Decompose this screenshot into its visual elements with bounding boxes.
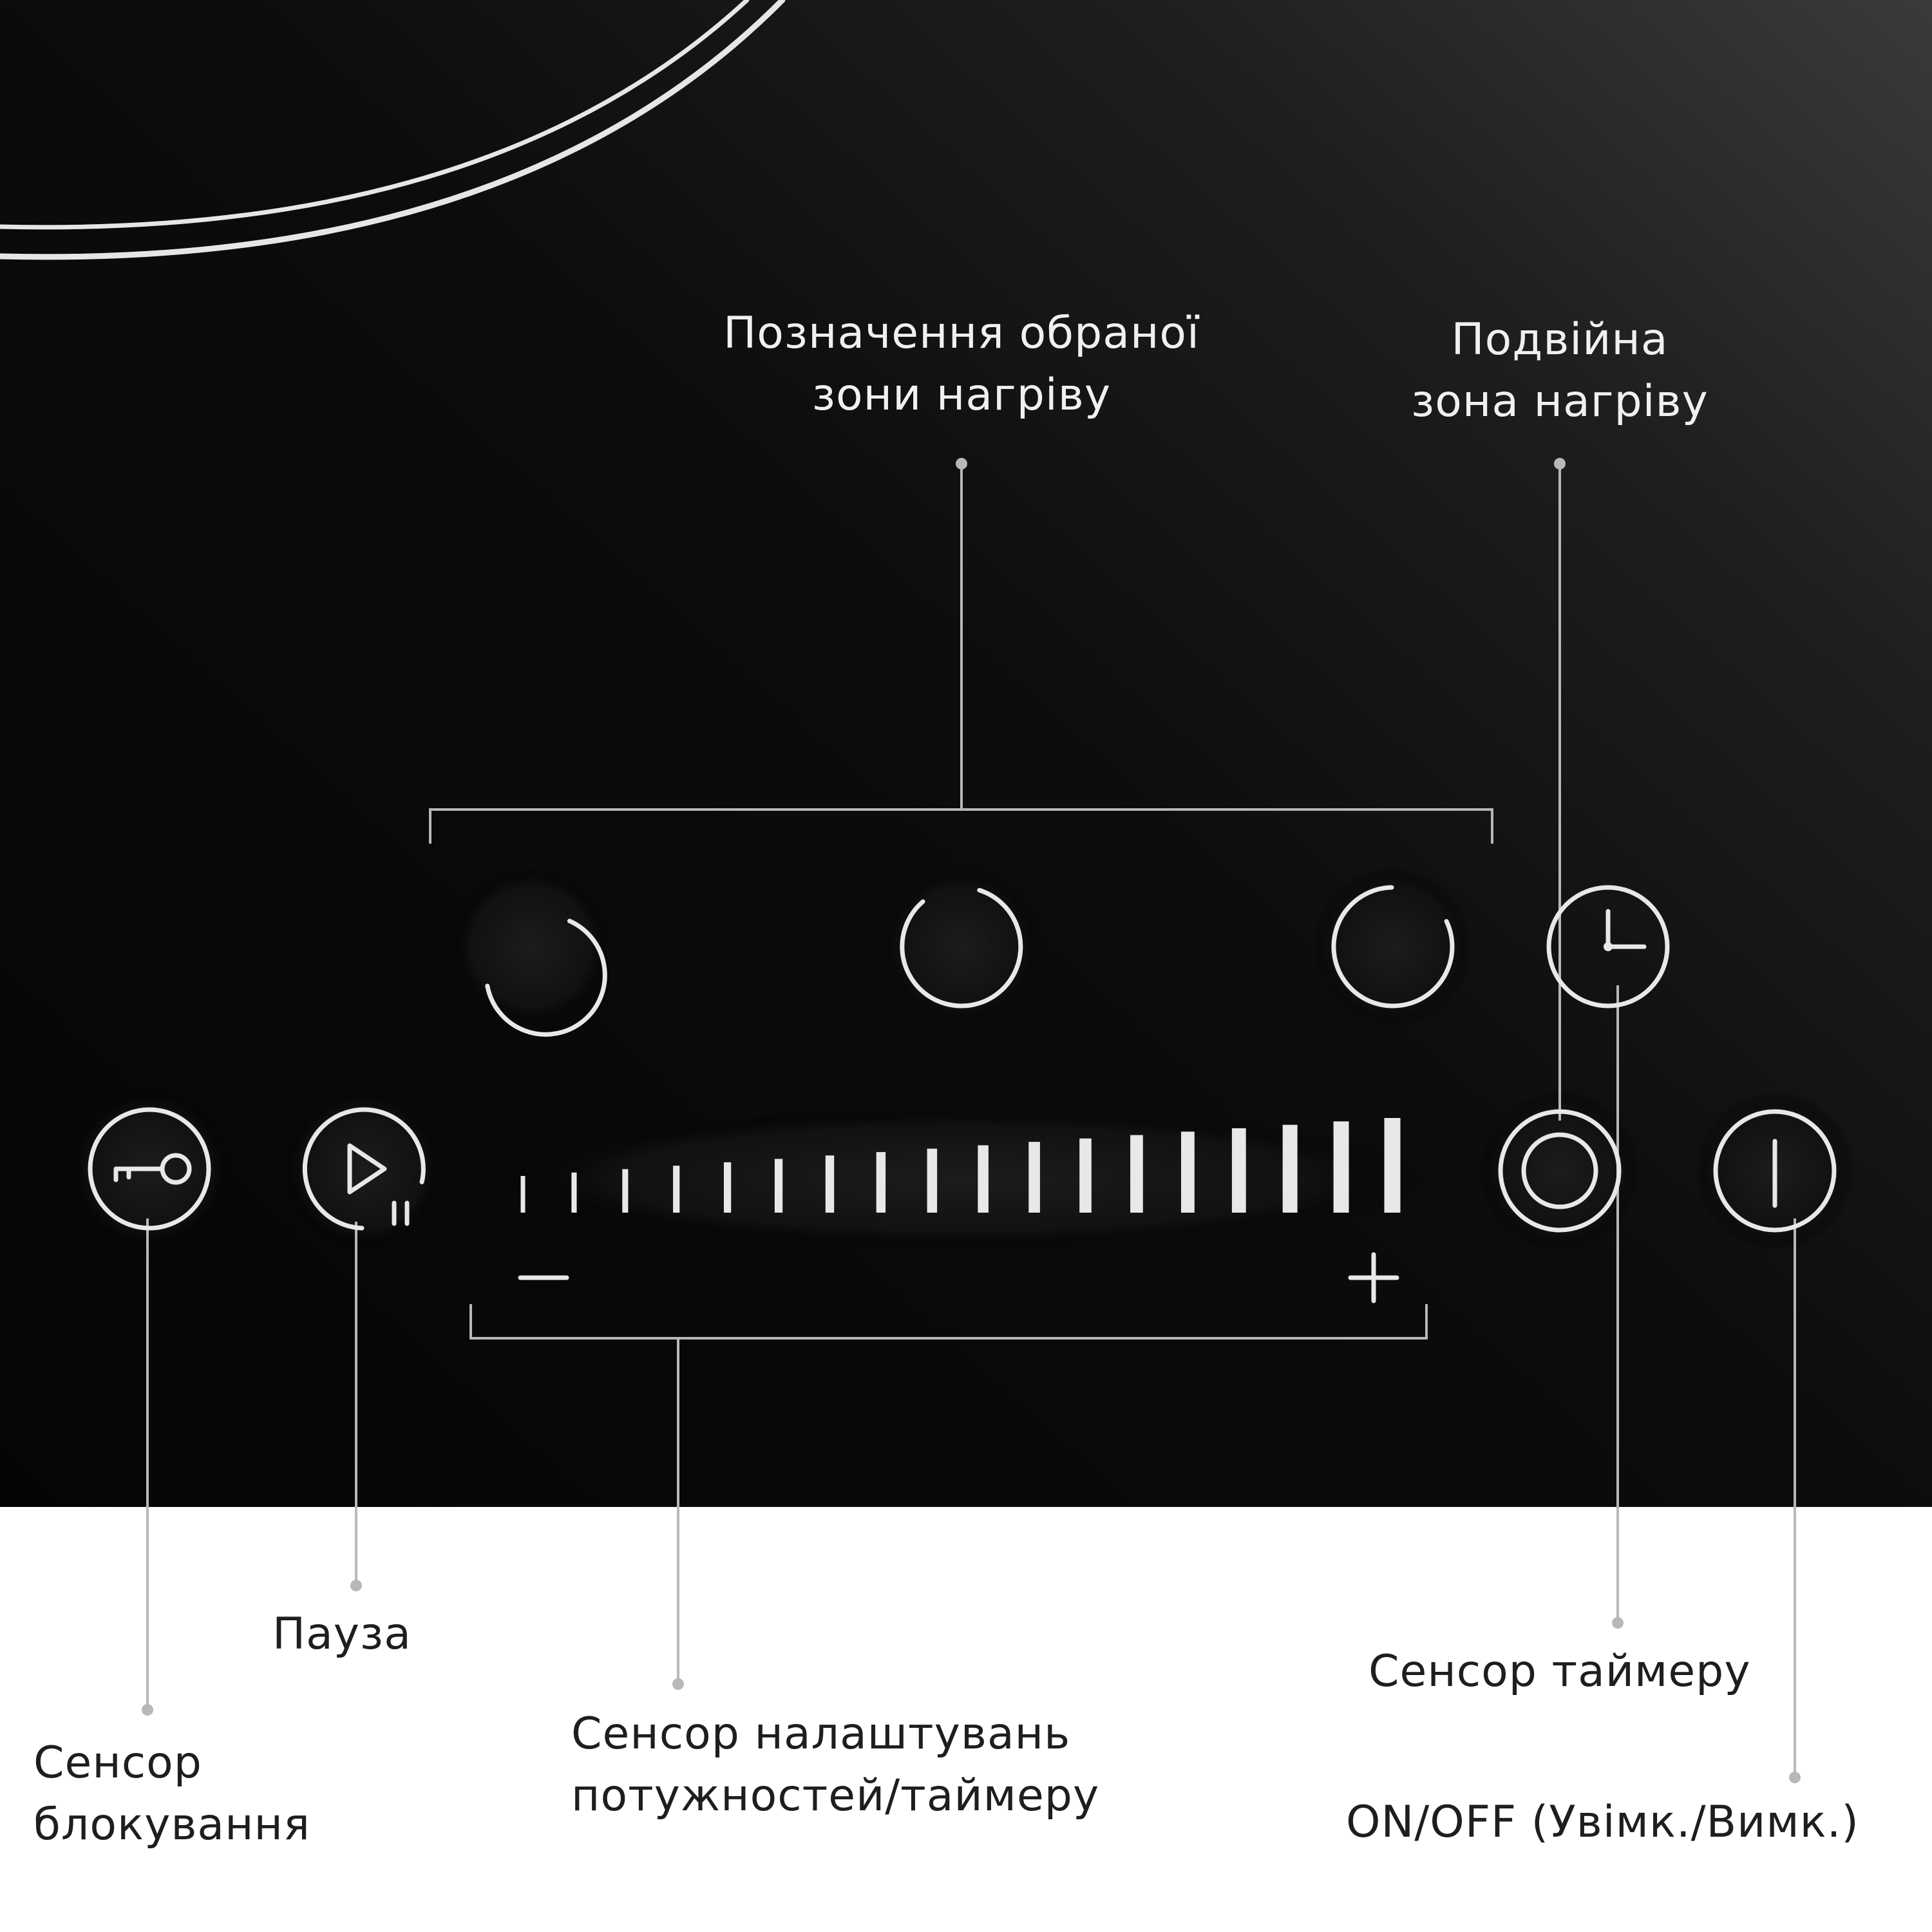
zone-selector-left[interactable]: [485, 918, 607, 1037]
slider-bar[interactable]: [1130, 1135, 1143, 1213]
slider-bar[interactable]: [825, 1155, 835, 1213]
label-lock-sensor: Сенсор блокування: [33, 1738, 310, 1850]
zone-ring-icon: [900, 887, 1023, 1009]
zone-selector-center[interactable]: [900, 887, 1023, 1009]
leader-dots: [142, 458, 1801, 1783]
slider-bar[interactable]: [1231, 1128, 1246, 1213]
play-pause-icon: [302, 1107, 426, 1231]
dual-zone-button[interactable]: [1498, 1109, 1622, 1233]
slider-bar[interactable]: [876, 1151, 886, 1213]
glass-panel: [0, 0, 1932, 1507]
label-zone-indicator: Позначення обраної зони нагріву: [723, 308, 1200, 421]
slider-bar[interactable]: [1384, 1118, 1401, 1213]
zone-selector-right[interactable]: [1331, 885, 1455, 1009]
slider-bar[interactable]: [774, 1159, 783, 1213]
slider-bar[interactable]: [1181, 1132, 1195, 1213]
slider-bar[interactable]: [724, 1162, 732, 1213]
clock-icon: [1546, 885, 1670, 1009]
slider-bar[interactable]: [622, 1169, 629, 1213]
slider-bar[interactable]: [1028, 1142, 1040, 1213]
slider-bar[interactable]: [520, 1176, 526, 1213]
cooking-zone-outline: [0, 0, 786, 260]
slider-bar[interactable]: [1282, 1124, 1298, 1213]
power-slider[interactable]: [518, 1118, 1401, 1303]
slider-bar[interactable]: [673, 1166, 680, 1213]
label-on-off: ON/OFF (Увімк./Вимк.): [1346, 1797, 1859, 1848]
on-off-button[interactable]: [1713, 1109, 1837, 1233]
leader-lines: [146, 464, 1796, 1777]
power-icon: [1713, 1109, 1837, 1233]
label-timer-sensor: Сенсор таймеру: [1368, 1646, 1751, 1697]
slider-bar[interactable]: [1333, 1121, 1349, 1213]
slider-bars: [520, 1118, 1401, 1213]
label-pause: Пауза: [272, 1609, 412, 1660]
zone-ring-icon: [485, 918, 607, 1037]
pause-sensor-button[interactable]: [302, 1107, 426, 1231]
zone-ring-icon: [1331, 885, 1455, 1009]
slider-bar[interactable]: [978, 1145, 989, 1213]
slider-bar[interactable]: [1079, 1138, 1092, 1213]
lock-sensor-button[interactable]: [88, 1107, 211, 1231]
key-lock-icon: [88, 1107, 211, 1231]
slider-bar[interactable]: [927, 1148, 938, 1213]
slider-bar[interactable]: [571, 1172, 577, 1213]
label-dual-zone: Подвійна зона нагріву: [1411, 314, 1709, 427]
label-power-slider: Сенсор налаштувань потужностей/таймеру: [571, 1709, 1100, 1821]
timer-sensor-button[interactable]: [1546, 885, 1670, 1009]
plus-icon[interactable]: [1348, 1252, 1399, 1303]
dual-zone-icon: [1498, 1109, 1622, 1233]
